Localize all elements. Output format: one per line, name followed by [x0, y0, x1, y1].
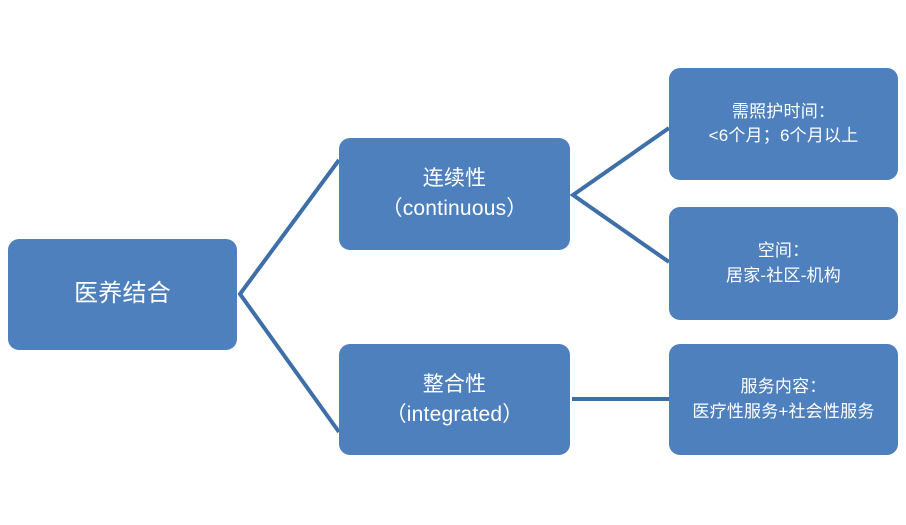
connector-root-to-branches — [237, 158, 341, 434]
node-care-time-label-line2: <6个月；6个月以上 — [708, 126, 859, 145]
node-service-label-line1: 服务内容： — [740, 377, 827, 397]
node-leaf-care-duration[interactable]: 需照护时间： <6个月；6个月以上 — [669, 68, 898, 180]
node-root-integration-of-medical-and-elderly-care[interactable]: 医养结合 — [8, 239, 237, 350]
node-space-label-line2: 居家-社区-机构 — [726, 265, 841, 285]
node-continuous-label-line2: （continuous） — [381, 197, 528, 220]
node-integrated-label-line1: 整合性 — [422, 372, 487, 396]
node-root-label-line1: 医养结合 — [74, 280, 171, 308]
node-leaf-service-content[interactable]: 服务内容： 医疗性服务+社会性服务 — [669, 344, 898, 455]
node-branch-integrated[interactable]: 整合性 （integrated） — [339, 344, 570, 455]
node-space-label-line1: 空间： — [757, 241, 810, 261]
connector-continuous-to-children — [569, 126, 671, 264]
node-branch-continuous[interactable]: 连续性 （continuous） — [339, 138, 570, 250]
node-service-label-line2: 医疗性服务+社会性服务 — [692, 401, 875, 421]
node-continuous-label-line1: 连续性 — [422, 167, 487, 191]
node-integrated-label-line2: （integrated） — [385, 402, 524, 426]
node-care-time-label-line1: 需照护时间： — [731, 101, 836, 121]
node-leaf-space[interactable]: 空间： 居家-社区-机构 — [669, 207, 898, 320]
